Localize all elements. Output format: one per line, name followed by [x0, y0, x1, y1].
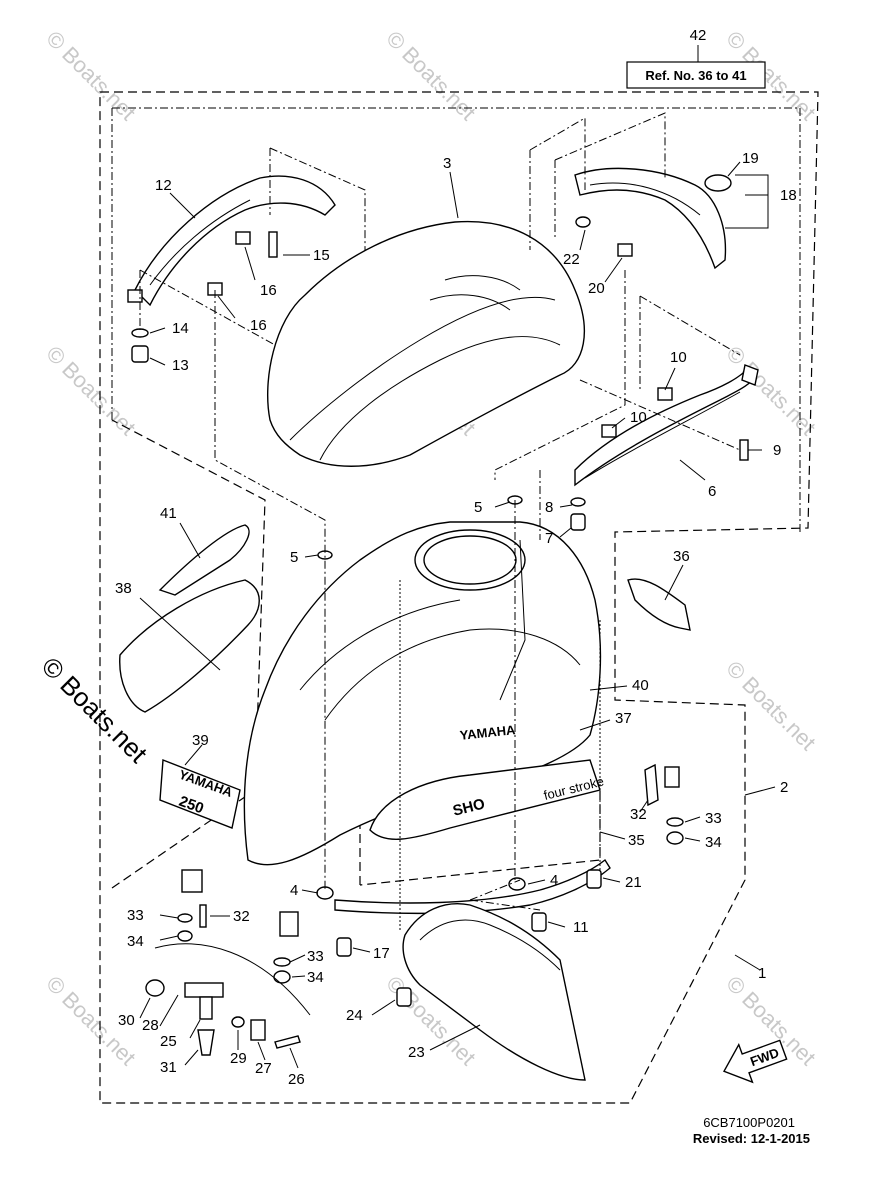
watermark-tile: © Boats.net — [381, 26, 480, 125]
callout-42: 42 — [690, 27, 707, 44]
part-6-end-cap — [741, 364, 759, 386]
callout-28: 28 — [142, 1017, 159, 1034]
callout-6: 6 — [708, 483, 716, 500]
callout-37: 37 — [615, 710, 632, 727]
callout-8: 8 — [545, 499, 553, 516]
part-3-top-cover — [267, 220, 586, 467]
callout-32b: 32 — [630, 806, 647, 823]
callout-36: 36 — [673, 548, 690, 565]
decal-yamaha-text: YAMAHA — [459, 722, 517, 743]
callout-35: 35 — [628, 832, 645, 849]
part-40-lower-cowl — [243, 521, 602, 866]
latch-detail-assembly — [145, 943, 311, 1056]
callout-29: 29 — [230, 1050, 247, 1067]
fasteners — [131, 216, 749, 1007]
part-18-right-bracket — [574, 167, 732, 270]
latch-left-assembly — [177, 869, 299, 984]
ref-box-text: Ref. No. 36 to 41 — [645, 68, 746, 83]
callout-34c: 34 — [705, 834, 722, 851]
part-39-badge: YAMAHA 250 — [159, 759, 241, 829]
part-41-decal — [158, 524, 250, 596]
latch-right-assembly — [644, 763, 684, 845]
watermark-tile: © Boats.net — [41, 26, 140, 125]
callout-11: 11 — [573, 919, 589, 936]
callout-38: 38 — [115, 580, 132, 597]
callout-2: 2 — [780, 779, 788, 796]
callout-13: 13 — [172, 357, 189, 374]
bracket-12-tab — [127, 289, 143, 303]
assembly-lines — [139, 112, 741, 930]
callout-18: 18 — [780, 187, 797, 204]
drawing-code: 6CB7100P0201 — [703, 1115, 795, 1130]
ref-box-42: 42 Ref. No. 36 to 41 — [626, 27, 766, 89]
callout-20: 20 — [588, 280, 605, 297]
part-12-left-bracket — [127, 175, 336, 307]
watermark-tile: © Boats.net — [41, 341, 140, 440]
callout-12: 12 — [155, 177, 172, 194]
callout-22: 22 — [563, 251, 580, 268]
callout-numbers: 1 2 3 4 4 5 5 6 7 8 9 10 10 11 12 13 14 … — [115, 150, 797, 1088]
callout-16a: 16 — [260, 282, 277, 299]
callout-7: 7 — [545, 530, 553, 547]
callout-leaders — [139, 161, 776, 1069]
top-cowl-group-frame — [111, 107, 801, 535]
part-36-decal — [627, 578, 691, 631]
callout-14: 14 — [172, 320, 189, 337]
callout-27: 27 — [255, 1060, 272, 1077]
callout-31: 31 — [160, 1059, 177, 1076]
lower-cowling-boundary — [111, 419, 266, 889]
callout-19: 19 — [742, 150, 759, 167]
revised-date: Revised: 12-1-2015 — [693, 1131, 810, 1146]
callout-9: 9 — [773, 442, 781, 459]
callout-41: 41 — [160, 505, 177, 522]
callout-25: 25 — [160, 1033, 177, 1050]
part-38-decal — [119, 579, 260, 713]
callout-33b: 33 — [307, 948, 324, 965]
watermark-tile: © Boats.net — [721, 656, 820, 755]
callout-5b: 5 — [290, 549, 298, 566]
callout-17: 17 — [373, 945, 390, 962]
callout-33c: 33 — [705, 810, 722, 827]
callout-4b: 4 — [550, 872, 558, 889]
callout-5a: 5 — [474, 499, 482, 516]
part-19-cap — [704, 174, 732, 192]
air-intake-inner — [423, 535, 517, 585]
callout-33a: 33 — [127, 907, 144, 924]
callout-34b: 34 — [307, 969, 324, 986]
callout-30: 30 — [118, 1012, 135, 1029]
part-6-side-rail — [574, 364, 759, 487]
callout-34a: 34 — [127, 933, 144, 950]
callout-10b: 10 — [630, 409, 647, 426]
callout-32a: 32 — [233, 908, 250, 925]
callout-1: 1 — [758, 965, 766, 982]
callout-24: 24 — [346, 1007, 363, 1024]
callout-40: 40 — [632, 677, 649, 694]
part-23-lower-shroud — [402, 903, 586, 1081]
callout-10a: 10 — [670, 349, 687, 366]
callout-21: 21 — [625, 874, 642, 891]
callout-4a: 4 — [290, 882, 298, 899]
callout-39: 39 — [192, 732, 209, 749]
callout-26: 26 — [288, 1071, 305, 1088]
ref-box-frame — [626, 61, 766, 89]
callout-3: 3 — [443, 155, 451, 172]
callout-15: 15 — [313, 247, 330, 264]
callout-23: 23 — [408, 1044, 425, 1061]
callout-16b: 16 — [250, 317, 267, 334]
